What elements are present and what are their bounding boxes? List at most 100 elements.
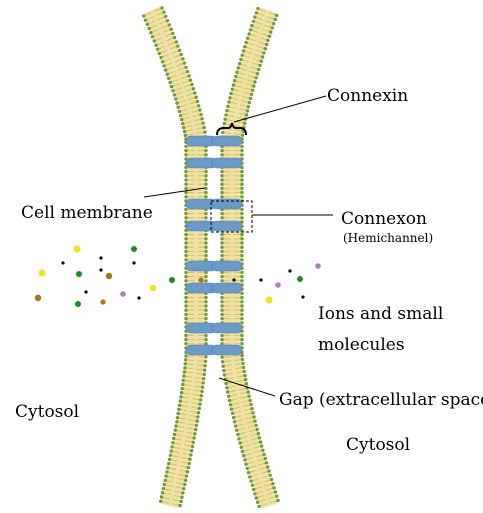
lipid-head bbox=[184, 479, 187, 482]
lipid-head bbox=[248, 101, 251, 104]
lipid-head bbox=[220, 246, 223, 249]
lipid-head bbox=[240, 183, 243, 186]
lipid-head bbox=[244, 463, 247, 466]
lipid-head bbox=[258, 64, 261, 67]
lipid-head bbox=[224, 382, 227, 385]
lipid-head bbox=[200, 117, 203, 120]
lipid-head bbox=[220, 183, 223, 186]
lipid-head bbox=[240, 296, 243, 299]
left-cell-membrane-core bbox=[152, 10, 196, 506]
lipid-head bbox=[184, 271, 187, 274]
lipid-head bbox=[238, 62, 241, 65]
lipid-head bbox=[194, 428, 197, 431]
lipid-head bbox=[271, 26, 274, 29]
lipid-head bbox=[234, 75, 237, 78]
lipid-head bbox=[184, 183, 187, 186]
lipid-head bbox=[193, 91, 196, 94]
lipid-head bbox=[240, 212, 243, 215]
lipid-head bbox=[247, 471, 250, 474]
lipid-head bbox=[241, 362, 244, 365]
lipid-head bbox=[270, 478, 273, 481]
lipid-head bbox=[204, 195, 207, 198]
lipid-head bbox=[260, 444, 263, 447]
lipid-head bbox=[198, 108, 201, 111]
lipid-head bbox=[272, 22, 275, 25]
lipid-head bbox=[164, 68, 167, 71]
lipid-head bbox=[240, 317, 243, 320]
ion-particle bbox=[275, 282, 281, 288]
lipid-head bbox=[220, 153, 223, 156]
lipid-head bbox=[180, 53, 183, 56]
lipid-head bbox=[253, 419, 256, 422]
connexin-label: Connexin bbox=[327, 86, 408, 106]
ion-particle bbox=[198, 277, 203, 282]
lipid-head bbox=[204, 360, 207, 363]
lipid-head bbox=[237, 437, 240, 440]
lipid-head bbox=[266, 465, 269, 468]
lipid-head bbox=[240, 258, 243, 261]
ions-label: Ions and small bbox=[318, 304, 443, 324]
ion-particle bbox=[75, 301, 81, 307]
lipid-head bbox=[182, 487, 185, 490]
lipid-head bbox=[233, 79, 236, 82]
right-connexin-3-1 bbox=[212, 345, 242, 355]
cytosol-right-label: Cytosol bbox=[346, 435, 410, 455]
left-cell-membrane bbox=[142, 6, 208, 507]
lipid-head bbox=[275, 14, 278, 17]
lipid-head bbox=[196, 419, 199, 422]
lipid-head bbox=[184, 309, 187, 312]
lipid-head bbox=[255, 11, 258, 14]
lipid-head bbox=[184, 338, 187, 341]
lipid-head bbox=[169, 28, 172, 31]
lipid-head bbox=[240, 338, 243, 341]
lipid-head bbox=[204, 313, 207, 316]
lipid-head bbox=[166, 19, 169, 22]
lipid-head bbox=[242, 366, 245, 369]
lipid-head bbox=[173, 93, 176, 96]
lipid-head bbox=[274, 18, 277, 21]
lipid-head bbox=[162, 64, 165, 67]
lipid-head bbox=[240, 191, 243, 194]
lipid-head bbox=[184, 216, 187, 219]
ion-particle bbox=[106, 273, 112, 279]
lipid-head bbox=[200, 394, 203, 397]
lipid-head bbox=[248, 399, 251, 402]
lipid-head bbox=[204, 355, 207, 358]
lipid-head bbox=[255, 496, 258, 499]
lipid-head bbox=[252, 488, 255, 491]
lipid-head bbox=[161, 491, 164, 494]
lipid-head bbox=[184, 300, 187, 303]
lipid-head bbox=[151, 35, 154, 38]
lipid-head bbox=[187, 74, 190, 77]
lipid-head bbox=[199, 398, 202, 401]
lipid-head bbox=[274, 490, 277, 493]
lipid-head bbox=[184, 258, 187, 261]
cytosol-left-label: Cytosol bbox=[15, 402, 79, 422]
lipid-head bbox=[261, 55, 264, 58]
lipid-head bbox=[227, 395, 230, 398]
right-connexin-2-0 bbox=[212, 261, 242, 271]
ion-particle bbox=[169, 277, 175, 283]
lipid-head bbox=[166, 466, 169, 469]
lipid-head bbox=[266, 39, 269, 42]
ion-particle bbox=[288, 269, 291, 272]
lipid-head bbox=[223, 118, 226, 121]
lipid-head bbox=[184, 321, 187, 324]
lipid-head bbox=[183, 483, 186, 486]
lipid-head bbox=[257, 432, 260, 435]
ion-particle bbox=[131, 246, 137, 252]
lipid-head bbox=[221, 360, 224, 363]
lipid-head bbox=[201, 386, 204, 389]
lipid-head bbox=[225, 109, 228, 112]
lipid-head bbox=[248, 475, 251, 478]
lipid-head bbox=[184, 170, 187, 173]
lipid-head bbox=[220, 233, 223, 236]
lipid-head bbox=[168, 23, 171, 26]
lipid-head bbox=[234, 424, 237, 427]
lipid-head bbox=[202, 381, 205, 384]
lipid-head bbox=[241, 134, 244, 137]
lipid-head bbox=[181, 122, 184, 125]
lipid-head bbox=[249, 403, 252, 406]
ion-particle bbox=[266, 297, 273, 304]
